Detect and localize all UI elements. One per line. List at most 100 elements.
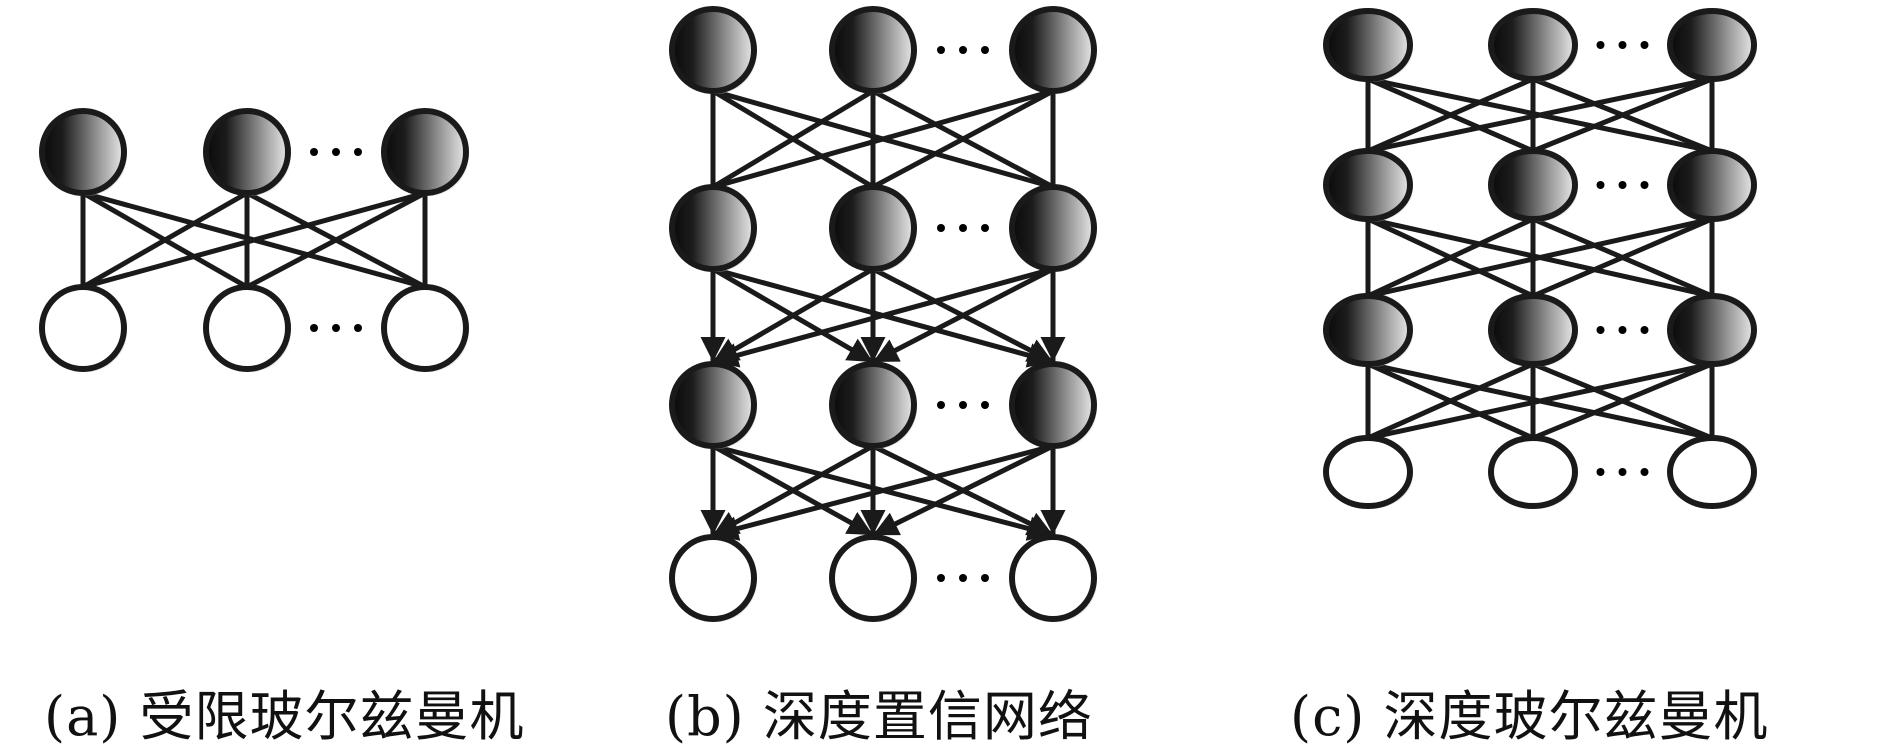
caption-dbm: (c) 深度玻尔兹曼机 [1290,685,1769,748]
visible-unit-node [669,534,757,622]
ellipsis-dots [937,46,989,54]
undirected-edge [1532,361,1713,441]
ellipsis-dots [1596,326,1649,334]
undirected-edge [711,88,875,190]
ellipsis-dots [937,401,989,409]
hidden-unit-node [669,184,757,272]
ellipsis-dots [1596,468,1649,476]
ellipsis-dots [937,574,989,582]
undirected-edge [1367,361,1713,441]
ellipsis-dot [1640,326,1649,334]
visible-unit-node [1488,435,1578,509]
hidden-unit-node [669,361,757,449]
ellipsis-dot [959,224,967,232]
ellipsis-dots [310,148,362,156]
hidden-unit-node [1009,184,1097,272]
undirected-edge [871,88,1055,190]
ellipsis-dot [981,224,989,232]
ellipsis-dot [1618,326,1627,334]
ellipsis-dot [310,148,318,156]
hidden-unit-node [829,184,917,272]
edges [80,190,428,290]
hidden-unit-node [1488,8,1578,82]
ellipsis-dot [959,46,967,54]
undirected-edge [1367,76,1534,154]
undirected-edge [1367,76,1713,154]
hidden-unit-node [829,361,917,449]
caption-dbn: (b) 深度置信网络 [665,685,1093,748]
hidden-unit-node [1488,293,1578,367]
visible-unit-node [381,284,469,372]
ellipsis-dots [310,324,362,332]
ellipsis-dot [1618,181,1627,189]
nodes [39,108,469,372]
hidden-unit-node [203,108,291,196]
hidden-unit-node [1667,293,1757,367]
ellipsis-dot [1640,468,1649,476]
undirected-edge [712,88,1054,190]
ellipsis-dot [1596,181,1605,189]
undirected-edge [1532,216,1713,299]
ellipsis-dot [959,574,967,582]
nodes [669,6,1097,622]
hidden-unit-node [669,6,757,94]
hidden-unit-node [39,108,127,196]
ellipsis-dot [332,148,340,156]
directed-edge [871,266,1055,365]
visible-unit-node [1323,435,1413,509]
ellipsis-dot [937,574,945,582]
panel-dbn [669,6,1097,622]
ellipsis-dot [332,324,340,332]
ellipsis-dot [937,224,945,232]
visible-unit-node [1667,435,1757,509]
ellipsis-dot [354,324,362,332]
ellipsis-dot [981,574,989,582]
ellipsis-dot [1596,41,1605,49]
visible-unit-node [1009,534,1097,622]
hidden-unit-node [1323,293,1413,367]
network-diagrams [39,6,1757,622]
ellipsis-dot [1596,326,1605,334]
hidden-unit-node [1667,8,1757,82]
hidden-unit-node [1009,6,1097,94]
undirected-edge [82,190,426,290]
hidden-unit-node [1488,148,1578,222]
ellipsis-dot [310,324,318,332]
hidden-unit-node [381,108,469,196]
nodes [1323,8,1757,509]
ellipsis-dot [1596,468,1605,476]
visible-unit-node [39,284,127,372]
ellipsis-dot [981,46,989,54]
caption-rbm: (a) 受限玻尔兹曼机 [44,685,525,748]
hidden-unit-node [1323,8,1413,82]
undirected-edge [1367,216,1713,299]
directed-edge [712,443,1054,541]
visible-unit-node [829,534,917,622]
panel-dbm [1323,8,1757,509]
visible-unit-node [203,284,291,372]
hidden-unit-node [1323,148,1413,222]
hidden-unit-node [1009,361,1097,449]
edges [1365,76,1715,441]
edges [700,88,1066,541]
panel-rbm [39,108,469,372]
undirected-edge [245,190,427,290]
hidden-unit-node [829,6,917,94]
ellipsis-dot [1618,468,1627,476]
ellipsis-dots [1596,41,1649,49]
ellipsis-dot [959,401,967,409]
ellipsis-dot [354,148,362,156]
ellipsis-dots [1596,181,1649,189]
undirected-edge [1366,216,1535,299]
ellipsis-dot [1640,181,1649,189]
ellipsis-dot [937,401,945,409]
ellipsis-dot [1640,41,1649,49]
ellipsis-dot [937,46,945,54]
ellipsis-dot [981,401,989,409]
undirected-edge [1532,76,1713,154]
hidden-unit-node [1667,148,1757,222]
undirected-edge [81,190,249,290]
ellipsis-dots [937,224,989,232]
ellipsis-dot [1618,41,1627,49]
undirected-edge [1366,361,1535,441]
